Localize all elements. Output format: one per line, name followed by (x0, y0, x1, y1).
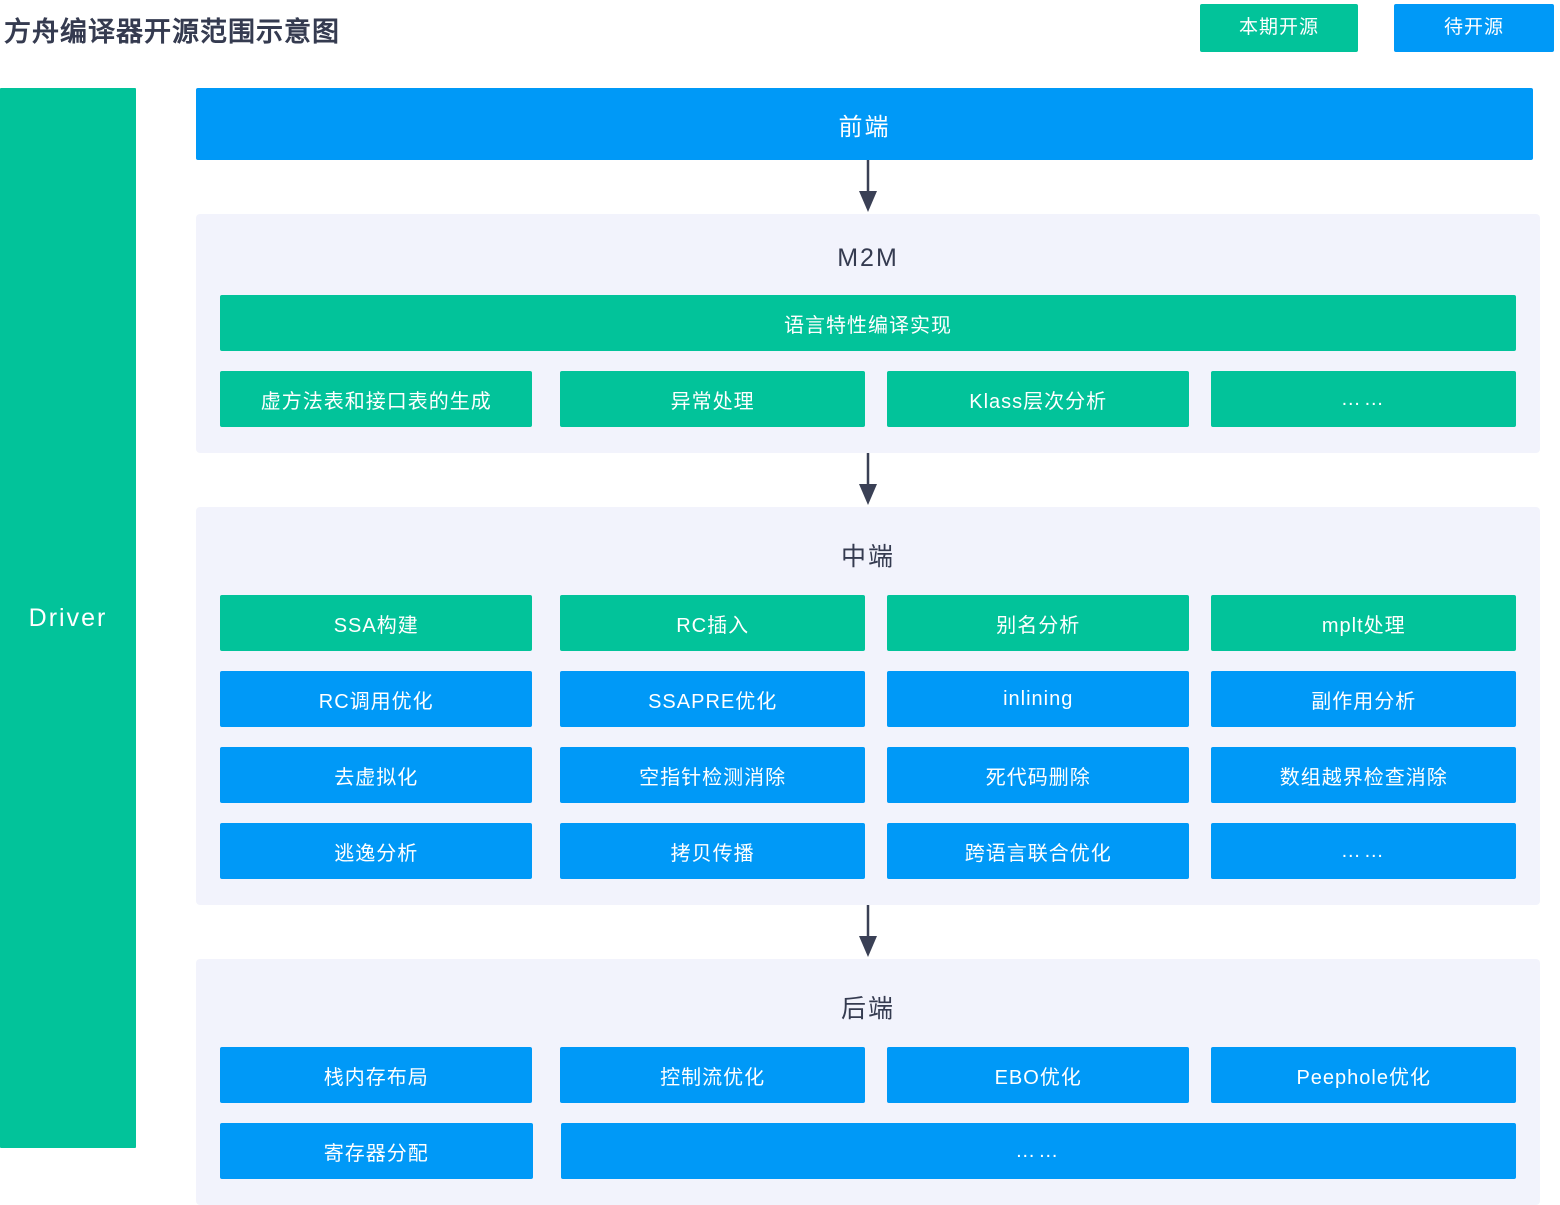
card-register-allocation[interactable]: 寄存器分配 (220, 1123, 539, 1185)
card-label: …… (1340, 839, 1387, 862)
card-label: 数组越界检查消除 (1279, 766, 1448, 789)
card-copy-propagation[interactable]: 拷贝传播 (560, 823, 871, 885)
frontend-bar[interactable]: 前端 (196, 88, 1540, 167)
card-label: …… (1340, 387, 1387, 410)
section-m2m: M2M 语言特性编译实现 虚方法表和接口表的生成 异常处理 Klass层次分析 … (196, 214, 1540, 453)
m2m-row-1: 虚方法表和接口表的生成 异常处理 Klass层次分析 …… (220, 371, 1522, 433)
card-label: Peephole优化 (1296, 1066, 1431, 1089)
driver-sidebar[interactable]: Driver (0, 88, 150, 1160)
middleend-row-1: SSA构建 RC插入 别名分析 mplt处理 (220, 595, 1522, 657)
card-language-feature-compilation[interactable]: 语言特性编译实现 (220, 295, 1522, 357)
card-side-effect-analysis[interactable]: 副作用分析 (1211, 671, 1522, 733)
card-m2m-more[interactable]: …… (1211, 371, 1522, 433)
card-label: 死代码删除 (985, 766, 1091, 789)
card-control-flow-optimization[interactable]: 控制流优化 (560, 1047, 871, 1109)
backend-grid: 栈内存布局 控制流优化 EBO优化 Peephole优化 寄存器分配 …… (196, 1047, 1540, 1185)
card-backend-more[interactable]: …… (560, 1123, 1523, 1185)
card-null-pointer-check-elimination[interactable]: 空指针检测消除 (560, 747, 871, 809)
card-label: 语言特性编译实现 (784, 314, 952, 337)
card-label: 控制流优化 (660, 1066, 766, 1089)
page-title: 方舟编译器开源范围示意图 (4, 17, 340, 47)
card-rc-call-optimization[interactable]: RC调用优化 (220, 671, 539, 733)
middleend-row-2: RC调用优化 SSAPRE优化 inlining 副作用分析 (220, 671, 1522, 733)
card-middleend-more[interactable]: …… (1211, 823, 1522, 885)
card-ssa-construction[interactable]: SSA构建 (220, 595, 539, 657)
down-arrow-icon (859, 453, 877, 505)
card-ebo-optimization[interactable]: EBO优化 (886, 1047, 1196, 1109)
section-m2m-title: M2M (837, 244, 899, 272)
arrow-m2m-to-middleend (196, 453, 1540, 507)
card-klass-hierarchy-analysis[interactable]: Klass层次分析 (886, 371, 1196, 433)
section-backend-title: 后端 (840, 995, 895, 1023)
middleend-grid: SSA构建 RC插入 别名分析 mplt处理 RC调用优化 SSAPRE优化 i… (196, 595, 1540, 885)
card-peephole-optimization[interactable]: Peephole优化 (1211, 1047, 1522, 1109)
card-label: 副作用分析 (1311, 690, 1417, 713)
header: 方舟编译器开源范围示意图 本期开源 待开源 (0, 0, 1560, 88)
legend-open-source-now-label: 本期开源 (1238, 17, 1319, 38)
card-label: RC插入 (676, 614, 750, 637)
card-label: 跨语言联合优化 (964, 842, 1112, 865)
card-label: 拷贝传播 (670, 842, 755, 865)
card-label: 虚方法表和接口表的生成 (260, 390, 492, 413)
backend-row-1: 栈内存布局 控制流优化 EBO优化 Peephole优化 (220, 1047, 1522, 1109)
card-vtable-itable-generation[interactable]: 虚方法表和接口表的生成 (220, 371, 539, 433)
card-label: SSA构建 (333, 614, 419, 637)
arrow-middleend-to-backend (196, 905, 1540, 959)
card-escape-analysis[interactable]: 逃逸分析 (220, 823, 539, 885)
section-backend: 后端 栈内存布局 控制流优化 EBO优化 Peephole优化 寄存器分配 …… (196, 959, 1540, 1205)
section-middleend: 中端 SSA构建 RC插入 别名分析 mplt处理 RC调用优化 SSAPRE优… (196, 507, 1540, 905)
down-arrow-icon (859, 905, 877, 957)
frontend-label: 前端 (838, 113, 891, 141)
down-arrow-icon (859, 160, 877, 212)
backend-row-2: 寄存器分配 …… (220, 1123, 1523, 1185)
legend-open-source-pending-label: 待开源 (1443, 17, 1504, 38)
m2m-grid: 语言特性编译实现 虚方法表和接口表的生成 异常处理 Klass层次分析 …… (196, 295, 1540, 433)
middleend-row-3: 去虚拟化 空指针检测消除 死代码删除 数组越界检查消除 (220, 747, 1522, 809)
card-label: Klass层次分析 (969, 390, 1108, 413)
card-label: 栈内存布局 (323, 1066, 429, 1089)
card-label: mplt处理 (1321, 614, 1406, 637)
card-rc-insertion[interactable]: RC插入 (560, 595, 871, 657)
section-middleend-title: 中端 (840, 543, 895, 571)
legend-badge-open-source-pending[interactable]: 待开源 (1394, 4, 1560, 58)
card-devirtualization[interactable]: 去虚拟化 (220, 747, 539, 809)
pipeline-column: 前端 M2M 语言特性编译实现 虚方法表和接口表的生成 异常处理 (196, 88, 1540, 1205)
middleend-row-4: 逃逸分析 拷贝传播 跨语言联合优化 …… (220, 823, 1522, 885)
card-label: SSAPRE优化 (648, 690, 778, 713)
card-exception-handling[interactable]: 异常处理 (560, 371, 871, 433)
card-stack-memory-layout[interactable]: 栈内存布局 (220, 1047, 539, 1109)
m2m-full-row: 语言特性编译实现 (220, 295, 1522, 357)
card-label: 别名分析 (996, 614, 1081, 637)
card-label: 去虚拟化 (334, 766, 419, 789)
card-label: 异常处理 (670, 390, 755, 413)
card-label: 逃逸分析 (334, 842, 419, 865)
card-dead-code-elimination[interactable]: 死代码删除 (886, 747, 1196, 809)
card-label: …… (1015, 1139, 1062, 1162)
card-inlining[interactable]: inlining (886, 671, 1196, 733)
legend-badge-open-source-now[interactable]: 本期开源 (1200, 4, 1364, 58)
card-label: EBO优化 (994, 1066, 1082, 1089)
card-label: 空指针检测消除 (639, 766, 787, 789)
card-label: inlining (1003, 687, 1074, 710)
arrow-frontend-to-m2m (196, 160, 1540, 214)
card-mplt-processing[interactable]: mplt处理 (1211, 595, 1522, 657)
card-cross-language-joint-optimization[interactable]: 跨语言联合优化 (886, 823, 1196, 885)
card-ssapre-optimization[interactable]: SSAPRE优化 (560, 671, 871, 733)
card-label: RC调用优化 (318, 690, 434, 713)
card-array-bounds-check-elimination[interactable]: 数组越界检查消除 (1211, 747, 1522, 809)
card-label: 寄存器分配 (323, 1142, 429, 1165)
driver-label: Driver (28, 603, 108, 632)
card-alias-analysis[interactable]: 别名分析 (886, 595, 1196, 657)
